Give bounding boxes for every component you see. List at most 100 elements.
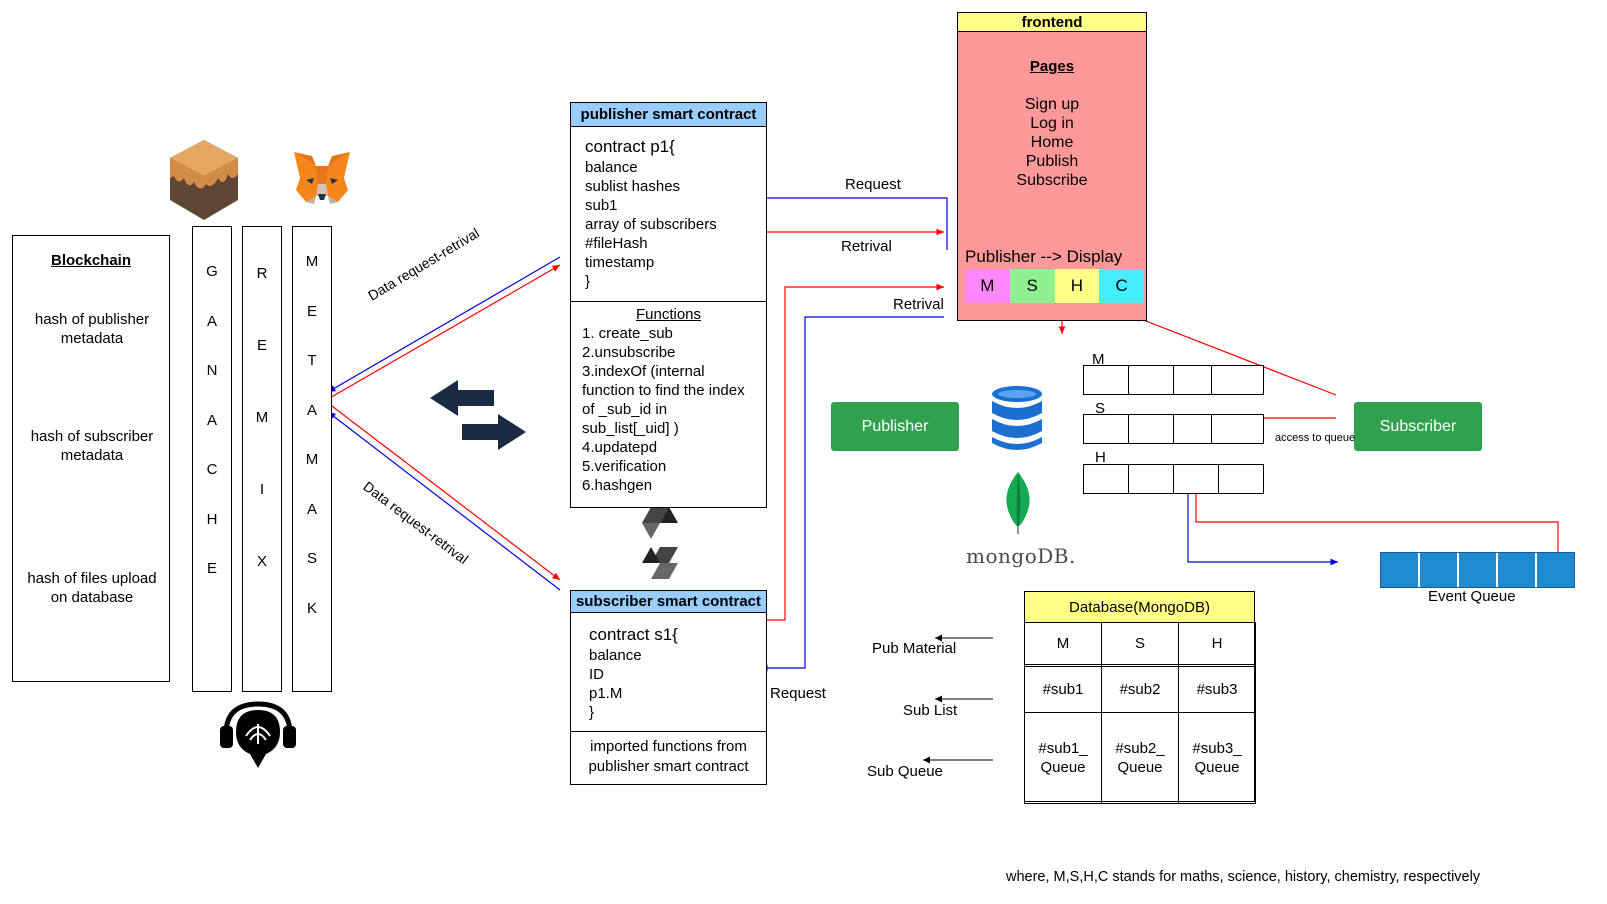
metamask-fox-icon	[294, 152, 350, 204]
blockchain-title: Blockchain	[50, 252, 132, 269]
metamask-letter: T	[307, 352, 317, 369]
truffle-logo-icon	[220, 701, 296, 768]
remix-letter: E	[256, 337, 267, 354]
publisher-function-item: sub_list[_uid] )	[582, 420, 679, 437]
mongodb-leaf-icon	[1006, 472, 1030, 534]
publisher-contract-line: timestamp	[585, 254, 655, 271]
subject-cell-s[interactable]: S	[1009, 269, 1055, 303]
publisher-function-item: 6.hashgen	[582, 477, 653, 494]
frontend-page-item: Publish	[1025, 153, 1079, 170]
database-column-header: S	[1101, 622, 1179, 665]
subscriber-contract-head: contract s1{	[589, 625, 678, 644]
publisher-contract-line: }	[585, 273, 591, 290]
metamask-letter: S	[306, 550, 317, 567]
solidity-logo-icon	[642, 507, 678, 579]
subject-cell-m[interactable]: M	[965, 269, 1010, 303]
frontend-title: frontend	[958, 13, 1146, 32]
arrow-frontend-request-to-publisher	[758, 194, 948, 250]
frontend-page-item: Home	[1030, 134, 1074, 151]
arrow-metamask-to-publisher	[327, 264, 561, 400]
remix-letter: R	[256, 265, 268, 282]
queue-m	[1083, 365, 1264, 395]
arrow-frontend-request-to-subscriber	[760, 316, 944, 672]
database-column-header: M	[1024, 622, 1102, 665]
database-row	[1024, 663, 1256, 668]
label-access-queue: access to queue	[1275, 432, 1356, 444]
publisher-function-item: 5.verification	[582, 458, 667, 475]
subscriber-contract-title: subscriber smart contract	[571, 591, 766, 613]
subscriber-button[interactable]: Subscriber	[1354, 402, 1482, 451]
publisher-contract-box: publisher smart contract contract p1{ ba…	[570, 102, 767, 508]
queue-h	[1083, 464, 1264, 494]
database-cell	[1178, 663, 1256, 668]
arrow-subscriber-to-frontend	[1132, 315, 1337, 396]
publisher-contract-line: sublist hashes	[585, 178, 681, 195]
queue-label-h: H	[1095, 449, 1106, 466]
label-request-sub: Request	[770, 685, 826, 702]
publisher-function-item: 3.indexOf (internal	[582, 363, 705, 380]
arrow-publisher-to-metamask	[327, 256, 561, 393]
subject-cell-c[interactable]: C	[1099, 269, 1144, 303]
publisher-contract-line: array of subscribers	[585, 216, 717, 233]
publisher-contract-line: sub1	[585, 197, 618, 214]
arrow-subscriber-to-metamask	[327, 411, 561, 591]
metamask-letter: M	[305, 451, 319, 468]
database-cell: #sub3	[1178, 666, 1256, 714]
subscriber-contract-line: p1.M	[589, 685, 623, 702]
ganache-logo-icon	[170, 140, 238, 220]
publisher-contract-head: contract p1{	[585, 137, 675, 156]
publisher-function-item: 4.updatepd	[582, 439, 658, 456]
ganache-letter: A	[206, 312, 217, 330]
subscriber-contract-line: balance	[589, 647, 642, 664]
queue-s	[1083, 414, 1264, 444]
database-cell: #sub1_ Queue	[1024, 712, 1102, 804]
publisher-contract-line: #fileHash	[585, 235, 648, 252]
metamask-letter: A	[306, 401, 317, 419]
blockchain-box: Blockchain hash of publisher metadata ha…	[12, 235, 170, 682]
blockchain-item-subscriber: hash of subscriber metadata	[30, 428, 154, 464]
subscriber-footer-divider	[571, 731, 766, 732]
database-icon	[992, 386, 1042, 450]
arrowhead-sub-queue	[923, 756, 930, 764]
subscriber-contract-box: subscriber smart contract contract s1{ b…	[570, 590, 767, 785]
publisher-function-item: 1. create_sub	[582, 325, 673, 342]
ganache-letter: A	[206, 411, 217, 429]
publisher-contract-title: publisher smart contract	[571, 103, 766, 127]
frontend-page-item: Sign up	[1024, 96, 1080, 113]
db-row-label-pub-material: Pub Material	[872, 640, 957, 657]
blockchain-item-files: hash of files upload on database	[27, 570, 157, 606]
arrow-subscriber-retrival-to-frontend	[758, 283, 944, 621]
metamask-letter: E	[306, 302, 317, 320]
database-column-header: H	[1178, 622, 1256, 665]
remix-letter: M	[255, 409, 269, 426]
ganache-letter: C	[206, 461, 218, 478]
queue-label-m: M	[1092, 351, 1105, 368]
metamask-letter: M	[305, 253, 319, 270]
publisher-function-item: function to find the index	[582, 382, 745, 399]
publisher-functions-divider	[571, 301, 766, 302]
frontend-page-item: Subscribe	[1016, 172, 1088, 189]
footnote: where, M,S,H,C stands for maths, science…	[1006, 869, 1481, 885]
subject-cell-h[interactable]: H	[1054, 269, 1100, 303]
subscriber-contract-line: ID	[589, 666, 604, 683]
label-retrival-sub: Retrival	[893, 296, 944, 313]
database-row: #sub1#sub2#sub3	[1024, 666, 1256, 714]
ganache-letter: H	[206, 510, 218, 528]
ganache-letter: G	[206, 263, 218, 280]
publisher-function-item: of _sub_id in	[582, 401, 668, 418]
database-cell: #sub2	[1101, 666, 1179, 714]
database-cell: #sub2_ Queue	[1101, 712, 1179, 804]
swap-arrows-icon	[430, 380, 526, 450]
publisher-button[interactable]: Publisher	[831, 402, 959, 451]
label-retrival-top: Retrival	[841, 238, 892, 255]
